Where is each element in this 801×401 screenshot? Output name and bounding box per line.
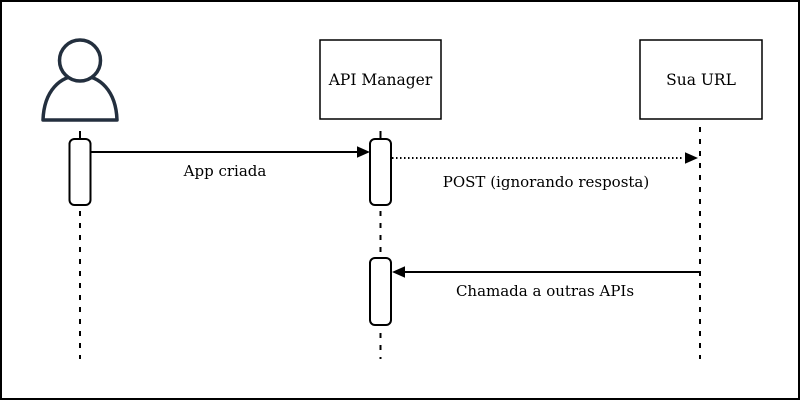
participant-box-sua-url [639,39,763,120]
participant-label-api-manager: API Manager [328,71,433,89]
activation-bar-api-manager-1 [369,138,392,206]
message-chamada-arrowhead-icon [392,266,405,278]
participant-box-api-manager [319,39,442,120]
activation-bar-user [68,138,92,206]
message-app-criada-label: App criada [183,162,267,180]
message-post-label: POST (ignorando resposta) [443,173,649,191]
message-chamada-label: Chamada a outras APIs [456,282,634,300]
participant-api-manager: API Manager [319,39,442,120]
activation-bar-api-manager-2 [369,257,392,326]
lifeline-user [68,131,92,359]
participant-sua-url: Sua URL [639,39,763,120]
lifeline-api-manager [369,131,392,359]
message-app-criada: App criada [90,146,370,180]
participant-label-sua-url: Sua URL [666,71,736,89]
message-post-ignorando-resposta: POST (ignorando resposta) [392,152,698,191]
message-post-arrowhead-icon [685,152,698,164]
message-chamada-outras-apis: Chamada a outras APIs [392,266,699,300]
actor-head-shape [57,38,103,83]
message-app-criada-arrowhead-icon [357,146,370,158]
actor-icon [41,38,119,122]
